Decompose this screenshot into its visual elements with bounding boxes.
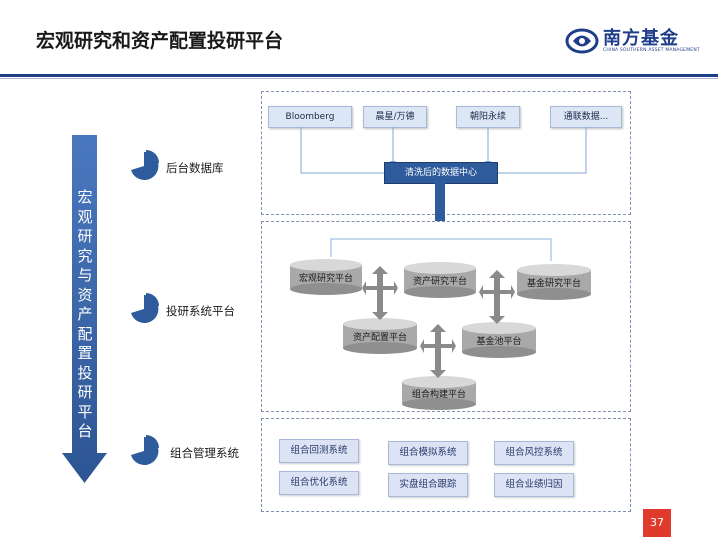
cleaned-data-center: 清洗后的数据中心	[384, 162, 498, 184]
platform-bracket	[330, 238, 552, 261]
region-portfolio-system	[261, 418, 631, 512]
vertical-label: 宏观研究与资产配置投研平台	[77, 188, 93, 440]
system-attribution: 组合业绩归因	[494, 473, 574, 497]
layer-label-research-platform: 投研系统平台	[166, 304, 235, 318]
cylinder-asset-allocation: 资产配置平台	[343, 318, 417, 354]
cylinder-macro-research: 宏观研究平台	[290, 259, 362, 295]
system-risk-control: 组合风控系统	[494, 441, 574, 465]
cylinder-fund-research: 基金研究平台	[517, 264, 591, 300]
pie-chart-icon	[131, 150, 159, 180]
system-live-tracking: 实盘组合跟踪	[388, 473, 468, 497]
cylinder-label: 资产研究平台	[412, 277, 467, 287]
cylinder-label: 基金研究平台	[526, 279, 581, 289]
system-simulation: 组合模拟系统	[388, 441, 468, 465]
pie-chart-icon	[131, 293, 159, 323]
cylinder-label: 组合构建平台	[411, 390, 466, 400]
cylinder-label: 基金池平台	[476, 337, 522, 347]
logo-name-cn: 南方基金	[603, 28, 679, 49]
page-title: 宏观研究和资产配置投研平台	[36, 30, 284, 52]
page-number-badge: 37	[643, 509, 671, 537]
source-morningstar-wind: 晨星/万德	[363, 106, 427, 128]
system-backtest: 组合回测系统	[279, 439, 359, 463]
cylinder-asset-research: 资产研究平台	[404, 262, 476, 298]
connector-arrow-1	[362, 266, 398, 320]
source-bloomberg: Bloomberg	[268, 106, 352, 128]
logo-name-en: CHINA SOUTHERN ASSET MANAGEMENT	[603, 48, 700, 53]
logo-icon	[565, 28, 599, 54]
pie-chart-icon	[131, 435, 159, 465]
cylinder-fund-pool: 基金池平台	[462, 322, 536, 358]
connector-arrow-3	[420, 324, 456, 378]
connector-arrow-2	[479, 270, 515, 324]
header-divider-thin	[0, 78, 718, 79]
header-divider	[0, 74, 718, 77]
system-optimization: 组合优化系统	[279, 471, 359, 495]
cylinder-label: 资产配置平台	[352, 333, 407, 343]
cylinder-label: 宏观研究平台	[298, 274, 353, 284]
layer-label-portfolio-system: 组合管理系统	[170, 446, 239, 460]
cylinder-portfolio-build: 组合构建平台	[402, 376, 476, 410]
company-logo: 南方基金 CHINA SOUTHERN ASSET MANAGEMENT	[563, 22, 700, 60]
layer-label-database: 后台数据库	[166, 161, 224, 175]
vertical-down-arrow	[62, 135, 107, 483]
